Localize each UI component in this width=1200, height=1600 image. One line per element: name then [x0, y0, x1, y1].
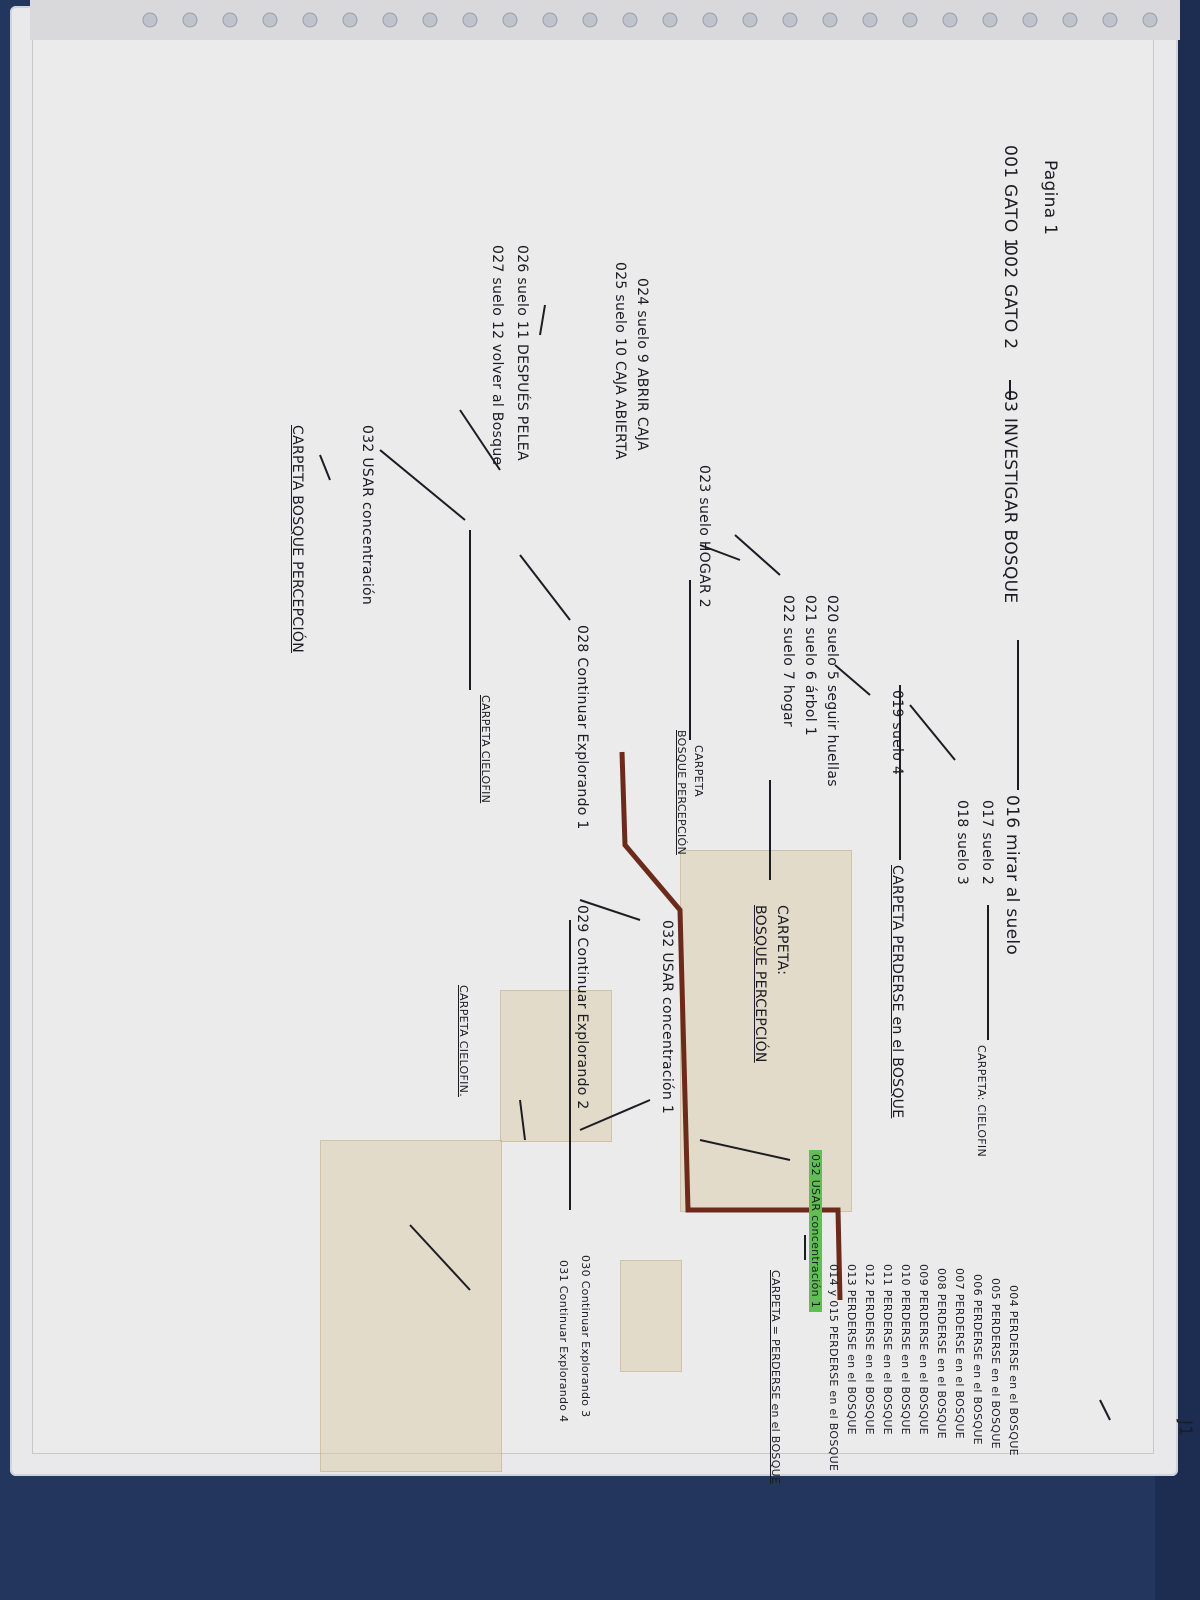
node-032-highlight: 032 USAR concentración 1: [809, 1150, 822, 1313]
carpeta-perderse-bosque-2: CARPETA = PERDERSE en el BOSQUE: [769, 1270, 782, 1485]
node-025: 025 suelo 10 CAJA ABIERTA: [612, 262, 628, 460]
node-032b: 032 USAR concentración 1: [659, 920, 675, 1115]
node-003: 03 INVESTIGAR BOSQUE: [1000, 390, 1020, 604]
node-028: 028 Continuar Explorando 1: [574, 625, 590, 830]
carpeta-bosque-percepcion-2: BOSQUE PERCEPCIÓN: [675, 730, 688, 856]
corner-mark: J1: [1175, 1420, 1195, 1437]
node-030: 030 Continuar Explorando 3: [579, 1255, 592, 1418]
node-026: 026 suelo 11 DESPUÉS PELEA: [514, 245, 530, 461]
list-item: 009 PERDERSE en el BOSQUE: [917, 1264, 930, 1435]
node-024: 024 suelo 9 ABRIR CAJA: [634, 278, 650, 451]
node-016: 016 mirar al suelo: [1002, 795, 1022, 956]
node-029: 029 Continuar Explorando 2: [574, 905, 590, 1110]
node-032c: 032 USAR concentración: [359, 425, 375, 606]
carpeta-cielofin-2: CARPETA CIELOFIN: [479, 695, 492, 804]
list-item: 011 PERDERSE en el BOSQUE: [881, 1264, 894, 1435]
list-item: 008 PERDERSE en el BOSQUE: [935, 1268, 948, 1439]
page-label: Pagina 1: [1040, 160, 1060, 236]
tape-patch: [620, 1260, 682, 1372]
tape-patch: [320, 1140, 502, 1472]
paper-sheet: [32, 22, 1154, 1454]
node-001: 001 GATO 1: [1000, 145, 1020, 250]
list-item: 005 PERDERSE en el BOSQUE: [989, 1278, 1002, 1449]
list-item: 010 PERDERSE en el BOSQUE: [899, 1264, 912, 1435]
node-031: 031 Continuar Explorando 4: [557, 1260, 570, 1423]
tape-patch: [680, 850, 852, 1212]
list-item: 007 PERDERSE en el BOSQUE: [953, 1268, 966, 1439]
list-item: 013 PERDERSE en el BOSQUE: [845, 1264, 858, 1435]
node-022: 022 suelo 7 hogar: [780, 595, 796, 727]
list-item: 006 PERDERSE en el BOSQUE: [971, 1274, 984, 1445]
node-027: 027 suelo 12 volver al Bosque: [489, 245, 505, 466]
carpeta-perderse-bosque: CARPETA PERDERSE en el BOSQUE: [889, 865, 905, 1119]
node-023: 023 suelo HOGAR 2: [696, 465, 712, 609]
node-002: 002 GATO 2: [1000, 245, 1020, 350]
list-item: 012 PERDERSE en el BOSQUE: [863, 1264, 876, 1435]
list-item: 014 y 015 PERDERSE en el BOSQUE: [827, 1264, 840, 1472]
carpeta-cielofin-3: CARPETA CIELOFIN.: [457, 985, 470, 1097]
carpeta-bosque-percepcion-1: BOSQUE PERCEPCIÓN: [752, 905, 768, 1063]
tape-patch: [500, 990, 612, 1142]
node-018: 018 suelo 3: [954, 800, 970, 886]
node-020: 020 suelo 5 seguir huellas: [824, 595, 840, 787]
carpeta-bosque-percepcion-3: CARPETA BOSQUE PERCEPCIÓN: [289, 425, 305, 653]
binder-rings: [30, 0, 1180, 40]
list-item: 004 PERDERSE en el BOSQUE: [1007, 1285, 1020, 1456]
carpeta-label-2: CARPETA: [692, 745, 705, 797]
node-019: 019 suelo 4: [889, 690, 905, 776]
carpeta-cielofin-top: CARPETA: CIELOFIN: [975, 1045, 988, 1158]
brown-path: [619, 751, 843, 1301]
node-017: 017 suelo 2: [979, 800, 995, 886]
carpeta-label-1: CARPETA:: [774, 905, 790, 976]
node-021: 021 suelo 6 árbol 1: [802, 595, 818, 736]
